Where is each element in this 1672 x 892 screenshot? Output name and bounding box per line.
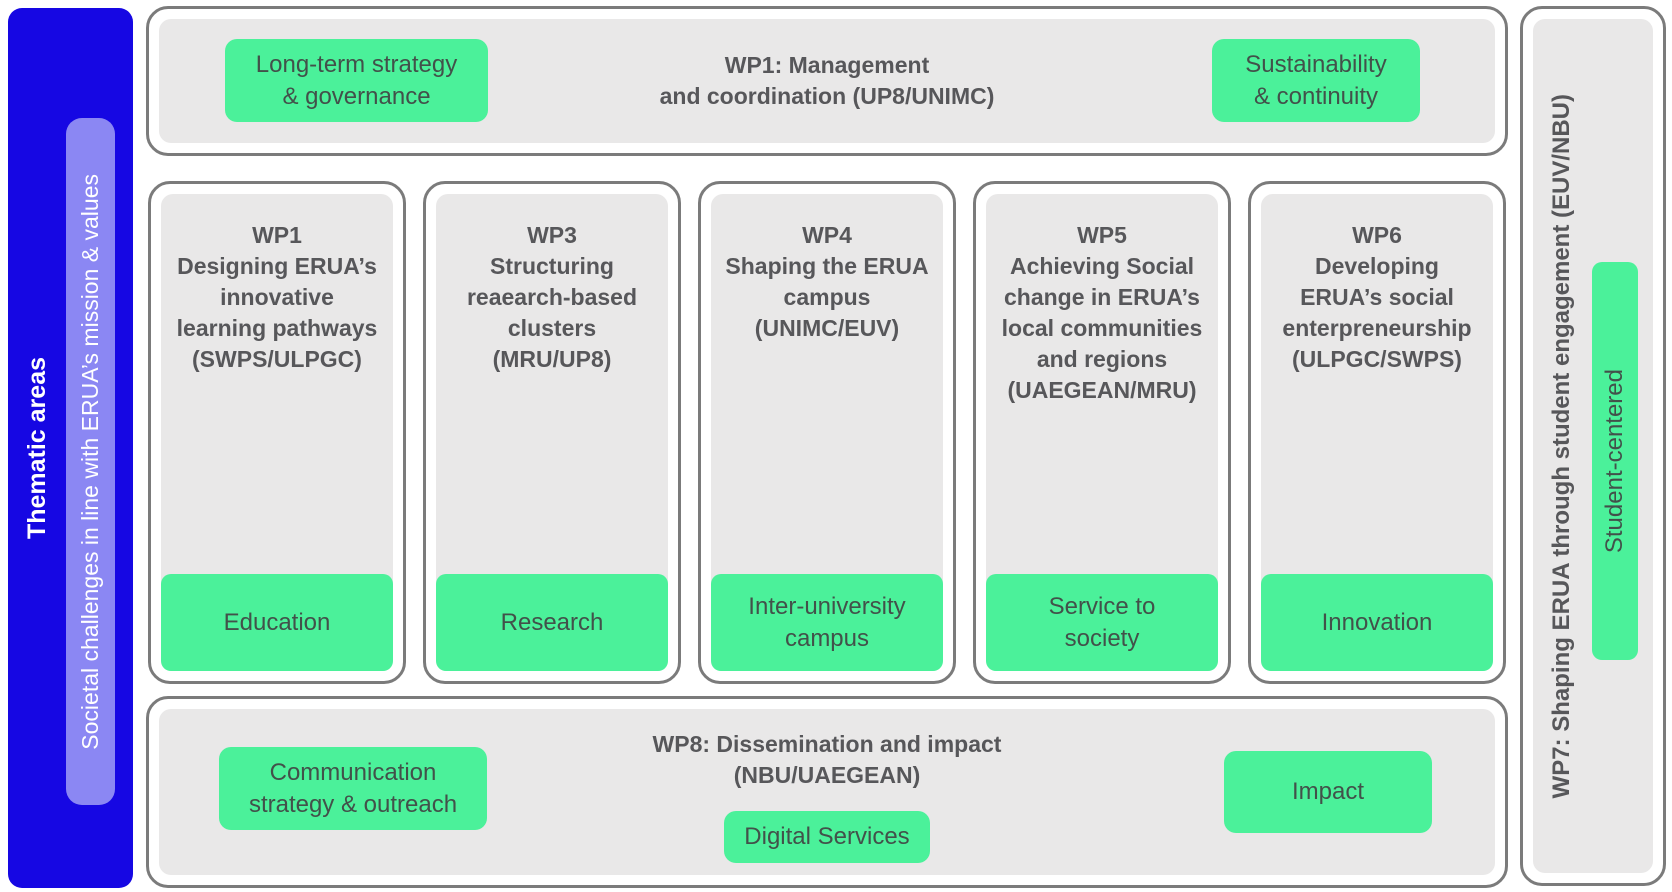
wp8-dissemination-title: WP8: Dissemination and impact (NBU/UAEGE… (652, 731, 1002, 789)
wp4-erua-campus-box: WP4 Shaping the ERUA campus (UNIMC/EUV) … (698, 181, 956, 684)
wp5-panel: WP5 Achieving Social change in ERUA’s lo… (986, 194, 1218, 671)
wp2-learning-pathways-box: WP1 Designing ERUA’s innovative learning… (148, 181, 406, 684)
research-tag: Research (436, 574, 668, 671)
student-centered-label: Student-centered (1601, 368, 1629, 554)
wp7-student-engagement-box: WP7: Shaping ERUA through student engage… (1520, 6, 1666, 886)
education-tag: Education (161, 574, 393, 671)
wp7-title-wrap: WP7: Shaping ERUA through student engage… (1533, 19, 1591, 873)
wp6-social-enterpreneurship-box: WP6 Developing ERUA’s social enterpreneu… (1248, 181, 1506, 684)
innovation-tag: Innovation (1261, 574, 1493, 671)
communication-strategy-tag: Communication strategy & outreach (219, 747, 487, 830)
wp2-title: WP1 Designing ERUA’s innovative learning… (176, 222, 378, 373)
thematic-areas-bar: Thematic areas Societal challenges in li… (8, 8, 133, 888)
wp7-student-engagement-title: WP7: Shaping ERUA through student engage… (1548, 93, 1575, 799)
wp6-panel: WP6 Developing ERUA’s social enterpreneu… (1261, 194, 1493, 671)
student-centered-tag: Student-centered (1592, 262, 1638, 660)
wp1-management-title: WP1: Management and coordination (UP8/UN… (659, 51, 995, 109)
wp2-panel: WP1 Designing ERUA’s innovative learning… (161, 194, 393, 671)
wp5-title: WP5 Achieving Social change in ERUA’s lo… (1001, 222, 1203, 404)
societal-challenges-label: Societal challenges in line with ERUA’s … (77, 173, 103, 750)
wp8-dissemination-box: WP8: Dissemination and impact (NBU/UAEGE… (146, 696, 1508, 888)
wp3-panel: WP3 Structuring reaearch-based clusters … (436, 194, 668, 671)
wp3-research-clusters-box: WP3 Structuring reaearch-based clusters … (423, 181, 681, 684)
sustainability-continuity-tag: Sustainability & continuity (1212, 39, 1420, 122)
wp1-management-panel: Long-term strategy & governance WP1: Man… (159, 19, 1495, 143)
wp5-social-change-box: WP5 Achieving Social change in ERUA’s lo… (973, 181, 1231, 684)
wp8-panel: WP8: Dissemination and impact (NBU/UAEGE… (159, 709, 1495, 875)
wp1-management-box: Long-term strategy & governance WP1: Man… (146, 6, 1508, 156)
wp7-panel: WP7: Shaping ERUA through student engage… (1533, 19, 1653, 873)
societal-challenges-pill: Societal challenges in line with ERUA’s … (66, 118, 115, 805)
digital-services-tag: Digital Services (724, 811, 930, 863)
impact-tag: Impact (1224, 751, 1432, 833)
thematic-areas-label-wrap: Thematic areas (8, 8, 66, 888)
long-term-strategy-tag: Long-term strategy & governance (225, 39, 488, 122)
inter-university-campus-tag: Inter-university campus (711, 574, 943, 671)
service-to-society-tag: Service to society (986, 574, 1218, 671)
wp3-title: WP3 Structuring reaearch-based clusters … (466, 222, 638, 373)
wp6-title: WP6 Developing ERUA’s social enterpreneu… (1282, 222, 1472, 373)
thematic-areas-label: Thematic areas (22, 356, 51, 540)
wp4-panel: WP4 Shaping the ERUA campus (UNIMC/EUV) … (711, 194, 943, 671)
wp4-title: WP4 Shaping the ERUA campus (UNIMC/EUV) (725, 222, 929, 342)
